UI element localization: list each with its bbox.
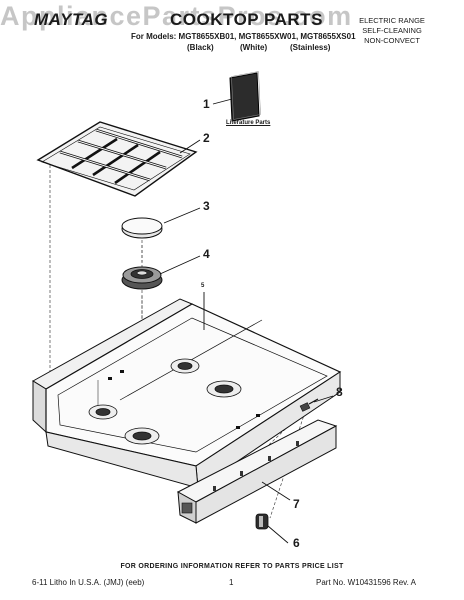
range-type-line: NON-CONVECT xyxy=(364,36,420,45)
callout-3: 3 xyxy=(203,199,210,213)
color-stainless: (Stainless) xyxy=(290,43,331,52)
callout-4: 4 xyxy=(203,247,210,261)
print-info: 6-11 Litho In U.S.A. (JMJ) (eeb) xyxy=(32,578,145,587)
literature-parts xyxy=(229,71,261,122)
callout-leaders xyxy=(159,98,334,544)
callout-1: 1 xyxy=(203,97,210,111)
part-number: Part No. W10431596 Rev. A xyxy=(316,578,416,587)
callout-6: 6 xyxy=(293,536,300,550)
burner-head xyxy=(121,266,163,290)
callout-7: 7 xyxy=(293,497,300,511)
callout-8: 8 xyxy=(336,385,343,399)
screw xyxy=(299,398,319,412)
manifold-panel xyxy=(176,419,338,524)
page-title: COOKTOP PARTS xyxy=(170,10,323,29)
callout-2: 2 xyxy=(203,131,210,145)
range-type-line: ELECTRIC RANGE xyxy=(359,16,425,25)
burner-grate xyxy=(36,121,198,197)
range-type: ELECTRIC RANGE SELF-CLEANING NON-CONVECT xyxy=(336,16,448,46)
brand-logo: MAYTAG xyxy=(34,10,109,29)
range-type-line: SELF-CLEANING xyxy=(362,26,422,35)
model-numbers: For Models: MGT8655XB01, MGT8655XW01, MG… xyxy=(131,32,356,41)
ordering-note: FOR ORDERING INFORMATION REFER TO PARTS … xyxy=(120,563,344,570)
burner-cap xyxy=(121,217,163,239)
literature-parts-label: Literature Parts xyxy=(226,120,271,126)
page-number: 1 xyxy=(229,578,234,587)
callout-5: 5 xyxy=(201,283,205,289)
control-knob xyxy=(255,513,269,530)
watermark: AppliancePartsPros.com xyxy=(0,1,353,31)
color-white: (White) xyxy=(240,43,268,52)
color-black: (Black) xyxy=(187,43,214,52)
cooktop-main-top xyxy=(32,298,342,489)
